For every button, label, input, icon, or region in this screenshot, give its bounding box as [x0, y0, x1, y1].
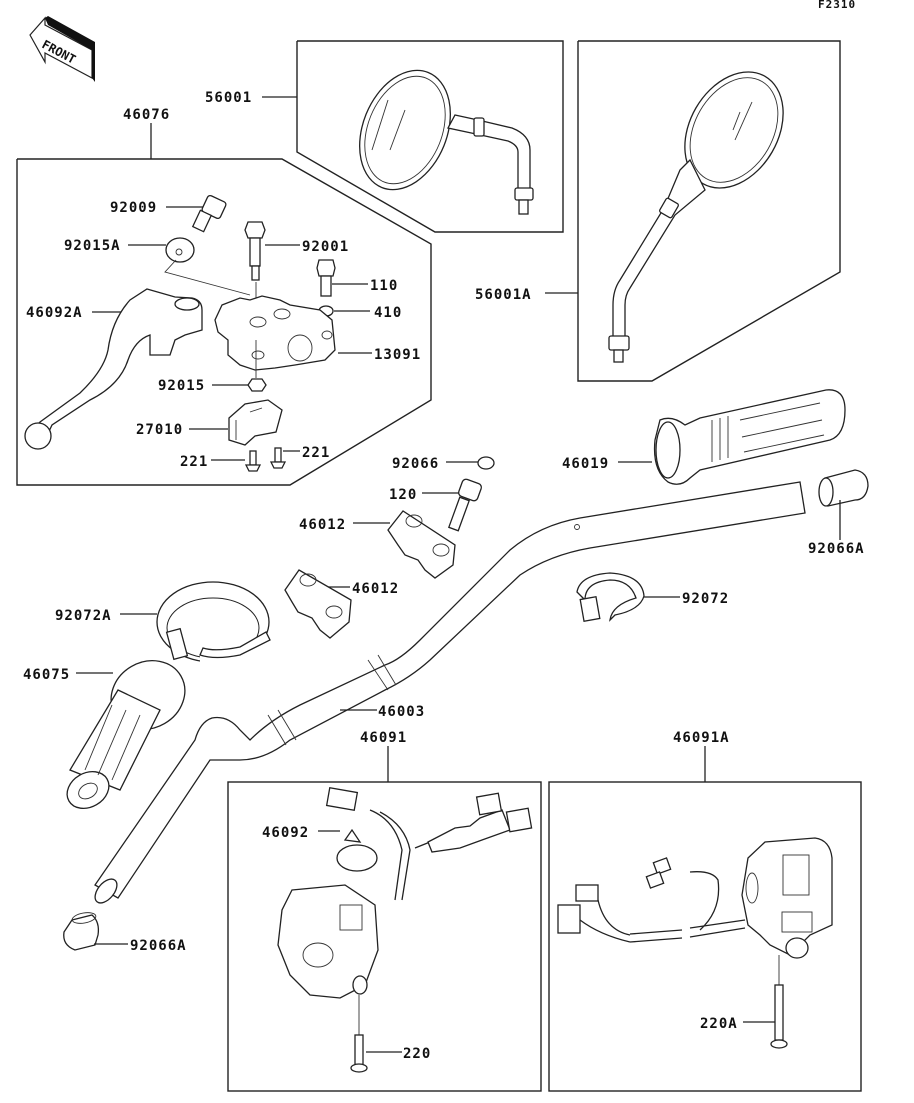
cable-band-92072A-icon: [156, 581, 271, 663]
bolt-110-icon: [316, 259, 336, 297]
throttle-grip-46019-icon: [653, 389, 846, 485]
right-switch-group: 46091A 220A: [548, 730, 862, 1092]
bolt-120-icon: [447, 478, 482, 532]
pivot-bolt-92001-icon: [244, 221, 266, 318]
part-label-46012-upper[interactable]: 46012: [299, 517, 346, 533]
left-switch-46091-icon: [277, 786, 533, 1073]
part-label-46092A[interactable]: 46092A: [26, 305, 83, 321]
part-label-92066[interactable]: 92066: [392, 456, 439, 472]
part-label-220A[interactable]: 220A: [700, 1016, 738, 1032]
part-label-110[interactable]: 110: [370, 278, 398, 294]
mirror-left-icon: [359, 69, 534, 215]
left-switch-group: 46091 46092 220: [227, 730, 542, 1092]
part-label-92009[interactable]: 92009: [110, 200, 157, 216]
clamp-46012-lower-icon: [284, 569, 352, 639]
part-label-46075[interactable]: 46075: [23, 667, 70, 683]
part-label-13091[interactable]: 13091: [374, 347, 421, 363]
part-label-92066A-right[interactable]: 92066A: [808, 541, 865, 557]
screw-221-left-icon: [244, 450, 262, 472]
mirror-right-icon: [608, 71, 784, 363]
end-cap-92066A-left-icon: [63, 912, 100, 951]
end-cap-92066A-right-icon: [818, 469, 869, 507]
mirror-right-group: 56001A: [475, 40, 841, 382]
part-label-46012-lower[interactable]: 46012: [352, 581, 399, 597]
part-label-220[interactable]: 220: [403, 1046, 431, 1062]
part-label-56001[interactable]: 56001: [205, 90, 252, 106]
part-label-120[interactable]: 120: [389, 487, 417, 503]
clutch-lever-group: 46076 92009 92015A 92001 110: [16, 107, 432, 486]
part-label-46092[interactable]: 46092: [262, 825, 309, 841]
part-label-92015[interactable]: 92015: [158, 378, 205, 394]
handlebar-46003-icon: [94, 481, 806, 904]
part-label-46091[interactable]: 46091: [360, 730, 407, 746]
part-label-27010[interactable]: 27010: [136, 422, 183, 438]
part-label-46076[interactable]: 46076: [123, 107, 170, 123]
bolt-92009-icon: [191, 194, 227, 233]
adjuster-nut-92015A-icon: [164, 237, 251, 296]
part-label-46019[interactable]: 46019: [562, 456, 609, 472]
part-label-221-left[interactable]: 221: [180, 454, 208, 470]
part-label-92015A[interactable]: 92015A: [64, 238, 121, 254]
screw-221-right-icon: [269, 447, 287, 469]
part-label-56001A[interactable]: 56001A: [475, 287, 532, 303]
lever-holder-13091-icon: [214, 295, 336, 378]
mirror-left-group: 56001: [205, 40, 564, 233]
nut-92015-icon: [247, 378, 267, 392]
part-label-92001[interactable]: 92001: [302, 239, 349, 255]
washer-92066-icon: [477, 456, 495, 470]
right-switch-46091A-icon: [557, 837, 833, 1049]
clamp-46012-upper-icon: [387, 510, 456, 579]
part-label-92072A[interactable]: 92072A: [55, 608, 112, 624]
front-arrow-icon: FRONT: [29, 16, 95, 82]
part-label-92066A-left[interactable]: 92066A: [130, 938, 187, 954]
clutch-switch-27010-icon: [228, 399, 283, 446]
lever-46092A-icon: [24, 288, 203, 450]
part-label-46003[interactable]: 46003: [378, 704, 425, 720]
figure-id: F2310: [818, 0, 856, 11]
part-label-46091A[interactable]: 46091A: [673, 730, 730, 746]
left-grip-46075-icon: [66, 660, 186, 810]
part-label-410[interactable]: 410: [374, 305, 402, 321]
part-label-221-right[interactable]: 221: [302, 445, 330, 461]
part-label-92072[interactable]: 92072: [682, 591, 729, 607]
cable-band-92072-icon: [576, 572, 645, 622]
